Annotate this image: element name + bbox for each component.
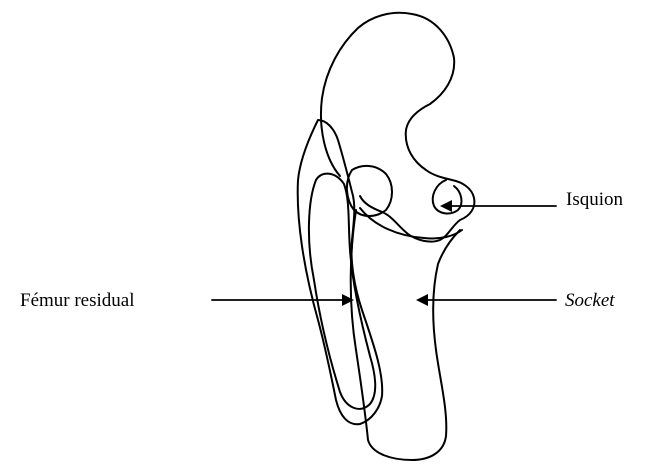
label-femur-residual: Fémur residual bbox=[20, 291, 135, 310]
socket-outline bbox=[351, 210, 460, 460]
residual-femur-inner bbox=[309, 174, 375, 409]
socket-arrowhead bbox=[416, 294, 428, 306]
label-socket: Socket bbox=[565, 291, 615, 310]
isquion-arrowhead bbox=[440, 200, 452, 212]
femur-arrowhead bbox=[342, 294, 354, 306]
label-isquion: Isquion bbox=[566, 190, 623, 209]
